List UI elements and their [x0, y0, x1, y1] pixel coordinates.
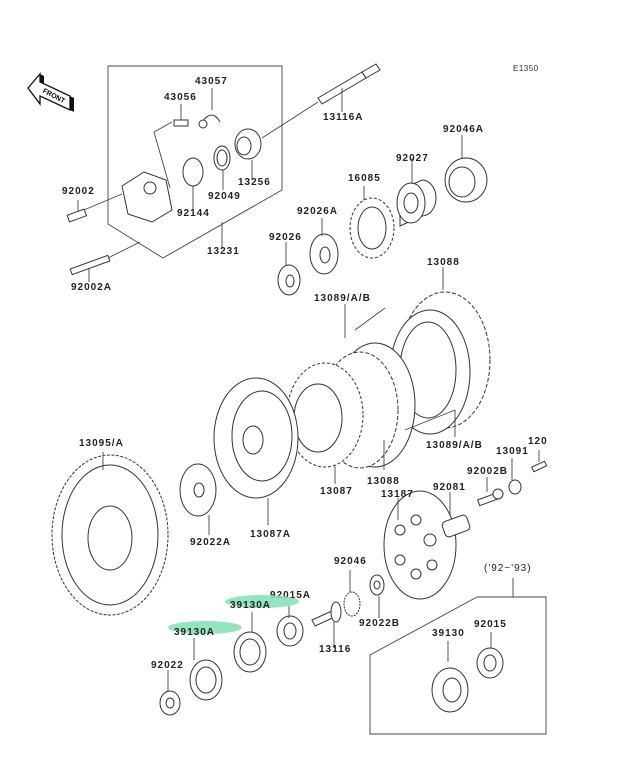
part-13095	[51, 452, 169, 616]
part-120	[531, 450, 548, 473]
part-13087A	[213, 377, 299, 525]
part-92049	[213, 145, 231, 190]
highlight-marker-39130A-right	[225, 595, 299, 608]
part-13116A	[261, 63, 381, 139]
label-13095[interactable]: 13095/A	[79, 438, 124, 449]
part-92015	[476, 632, 504, 679]
label-92144[interactable]: 92144	[177, 208, 210, 219]
label-13088-bottom[interactable]: 13088	[367, 476, 400, 487]
highlight-marker-39130A-left	[168, 621, 242, 634]
front-arrow-icon: FRONT	[27, 72, 74, 112]
label-year-range: ('92~'93)	[484, 563, 532, 574]
part-43057	[198, 88, 221, 129]
part-92015A	[276, 606, 304, 647]
part-92144	[182, 157, 204, 210]
part-92046	[343, 570, 361, 617]
part-92002A	[69, 241, 141, 282]
part-slave-cylinder	[121, 121, 173, 223]
label-13087A[interactable]: 13087A	[250, 529, 292, 540]
part-92022A	[179, 463, 217, 535]
label-120[interactable]: 120	[528, 436, 548, 447]
label-13116A[interactable]: 13116A	[323, 112, 364, 123]
label-92049[interactable]: 92049	[208, 191, 241, 202]
label-39130[interactable]: 39130	[432, 628, 465, 639]
label-92002A[interactable]: 92002A	[71, 282, 113, 293]
label-43056[interactable]: 43056	[164, 92, 197, 103]
label-92022B[interactable]: 92022B	[359, 618, 401, 629]
part-92022	[159, 670, 181, 716]
label-13187[interactable]: 13187	[381, 489, 414, 500]
part-92002	[66, 193, 123, 223]
part-92026	[277, 242, 301, 296]
label-92002B[interactable]: 92002B	[467, 466, 509, 477]
label-92002[interactable]: 92002	[62, 186, 95, 197]
label-92046A[interactable]: 92046A	[443, 124, 485, 135]
label-13091[interactable]: 13091	[496, 446, 529, 457]
label-43057[interactable]: 43057	[195, 76, 228, 87]
label-92015A[interactable]: 92015A	[270, 590, 312, 601]
part-92046A	[444, 135, 488, 203]
label-92081[interactable]: 92081	[433, 482, 466, 493]
part-13091	[508, 458, 522, 495]
label-13231[interactable]: 13231	[207, 246, 240, 257]
part-92002B	[476, 477, 504, 507]
group-box-13231	[107, 65, 283, 259]
part-39130	[431, 641, 469, 713]
label-92046[interactable]: 92046	[334, 556, 367, 567]
label-13089-top[interactable]: 13089/A/B	[314, 293, 371, 304]
part-13256	[234, 128, 262, 180]
part-39130A-left	[189, 638, 223, 701]
part-13116	[311, 601, 342, 648]
part-13187	[383, 490, 457, 600]
part-13087-clutch-hub	[286, 362, 385, 484]
label-13089-bottom[interactable]: 13089/A/B	[426, 440, 483, 451]
label-92022[interactable]: 92022	[151, 660, 184, 671]
label-13087[interactable]: 13087	[320, 486, 353, 497]
label-39130A-left[interactable]: 39130A	[174, 627, 216, 638]
label-13256[interactable]: 13256	[238, 177, 271, 188]
part-43056	[173, 104, 189, 127]
diagram-code: E1350	[513, 64, 539, 73]
variant-box-92-93	[369, 596, 547, 735]
label-92027[interactable]: 92027	[396, 153, 429, 164]
part-39130A-right	[233, 612, 267, 673]
label-92022A[interactable]: 92022A	[190, 537, 232, 548]
part-92022B	[369, 574, 385, 618]
label-92015[interactable]: 92015	[474, 619, 507, 630]
label-13116[interactable]: 13116	[319, 644, 352, 655]
part-92027	[396, 158, 437, 227]
label-92026A[interactable]: 92026A	[297, 206, 339, 217]
part-92081	[441, 492, 471, 538]
label-92026[interactable]: 92026	[269, 232, 302, 243]
label-39130A-right[interactable]: 39130A	[230, 600, 272, 611]
label-16085[interactable]: 16085	[348, 173, 381, 184]
part-16085	[349, 186, 395, 259]
part-92026A	[309, 218, 339, 275]
label-13088-top[interactable]: 13088	[427, 257, 460, 268]
